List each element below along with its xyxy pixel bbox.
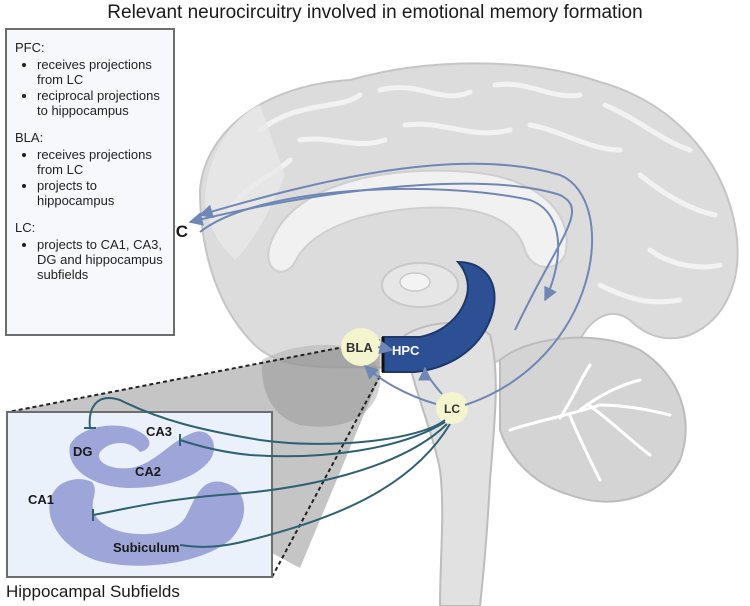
legend-item: projects to hippocampus [37, 178, 167, 208]
thalamus-inner [399, 272, 431, 292]
projection-arrows [188, 162, 594, 406]
gyri-folds [227, 81, 723, 305]
arrow-pfc-to-hpc [199, 187, 560, 302]
label-subiculum: Subiculum [113, 540, 179, 555]
label-ca3: CA3 [146, 424, 172, 439]
legend-group-bla: BLA: receives projections from LC projec… [15, 130, 167, 208]
frontal-lobe-highlight [205, 105, 285, 260]
cerebellum [499, 336, 687, 503]
subiculum-shape [49, 479, 245, 566]
arrow-lc-to-bla [363, 365, 437, 405]
label-ca1: CA1 [28, 492, 54, 507]
label-ca2: CA2 [135, 464, 161, 479]
legend-item: receives projections from LC [37, 147, 167, 177]
lc-projection-lines [88, 397, 451, 548]
legend-item: reciprocal projections to hippocampus [37, 88, 167, 118]
arrow-lc-to-hpc [418, 366, 443, 395]
lc-to-subiculum [179, 423, 451, 548]
figure-title: Relevant neurocircuitry involved in emot… [107, 2, 643, 23]
label-lc: LC [444, 402, 460, 416]
brainstem [403, 322, 497, 606]
legend-heading: LC: [15, 220, 36, 235]
lc-to-ca1 [92, 423, 448, 516]
arbor-vitae [508, 363, 672, 482]
legend-heading: PFC: [15, 40, 45, 55]
label-dg: DG [73, 444, 93, 459]
bla-node [341, 328, 381, 366]
legend-heading: BLA: [15, 130, 44, 145]
legend-item: receives projections from LC [37, 57, 167, 87]
arrow-bla-to-hpc [377, 340, 394, 355]
label-hpc: HPC [392, 343, 420, 358]
legend-group-lc: LC: projects to CA1, CA3, DG and hippoca… [15, 220, 167, 282]
ca3-ca2-loop [69, 425, 215, 488]
lc-to-dg [88, 397, 446, 445]
subfields-caption: Hippocampal Subfields [6, 582, 180, 601]
legend-item: projects to CA1, CA3, DG and hippocampus… [37, 237, 167, 282]
zoom-line-top [7, 339, 381, 413]
synapse-ticks [84, 427, 181, 521]
temporal-region-shadow [261, 344, 380, 427]
zoom-line-bottom [271, 375, 381, 578]
hippocampus-shape [382, 260, 496, 373]
projection-legend: PFC: receives projections from LC recipr… [5, 28, 175, 336]
legend-group-pfc: PFC: receives projections from LC recipr… [15, 40, 167, 118]
lc-node [436, 392, 468, 424]
corpus-callosum [267, 169, 568, 273]
arrow-lc-to-pfc [198, 162, 594, 406]
label-bla: BLA [346, 340, 373, 355]
lc-to-ca3 [179, 421, 446, 458]
